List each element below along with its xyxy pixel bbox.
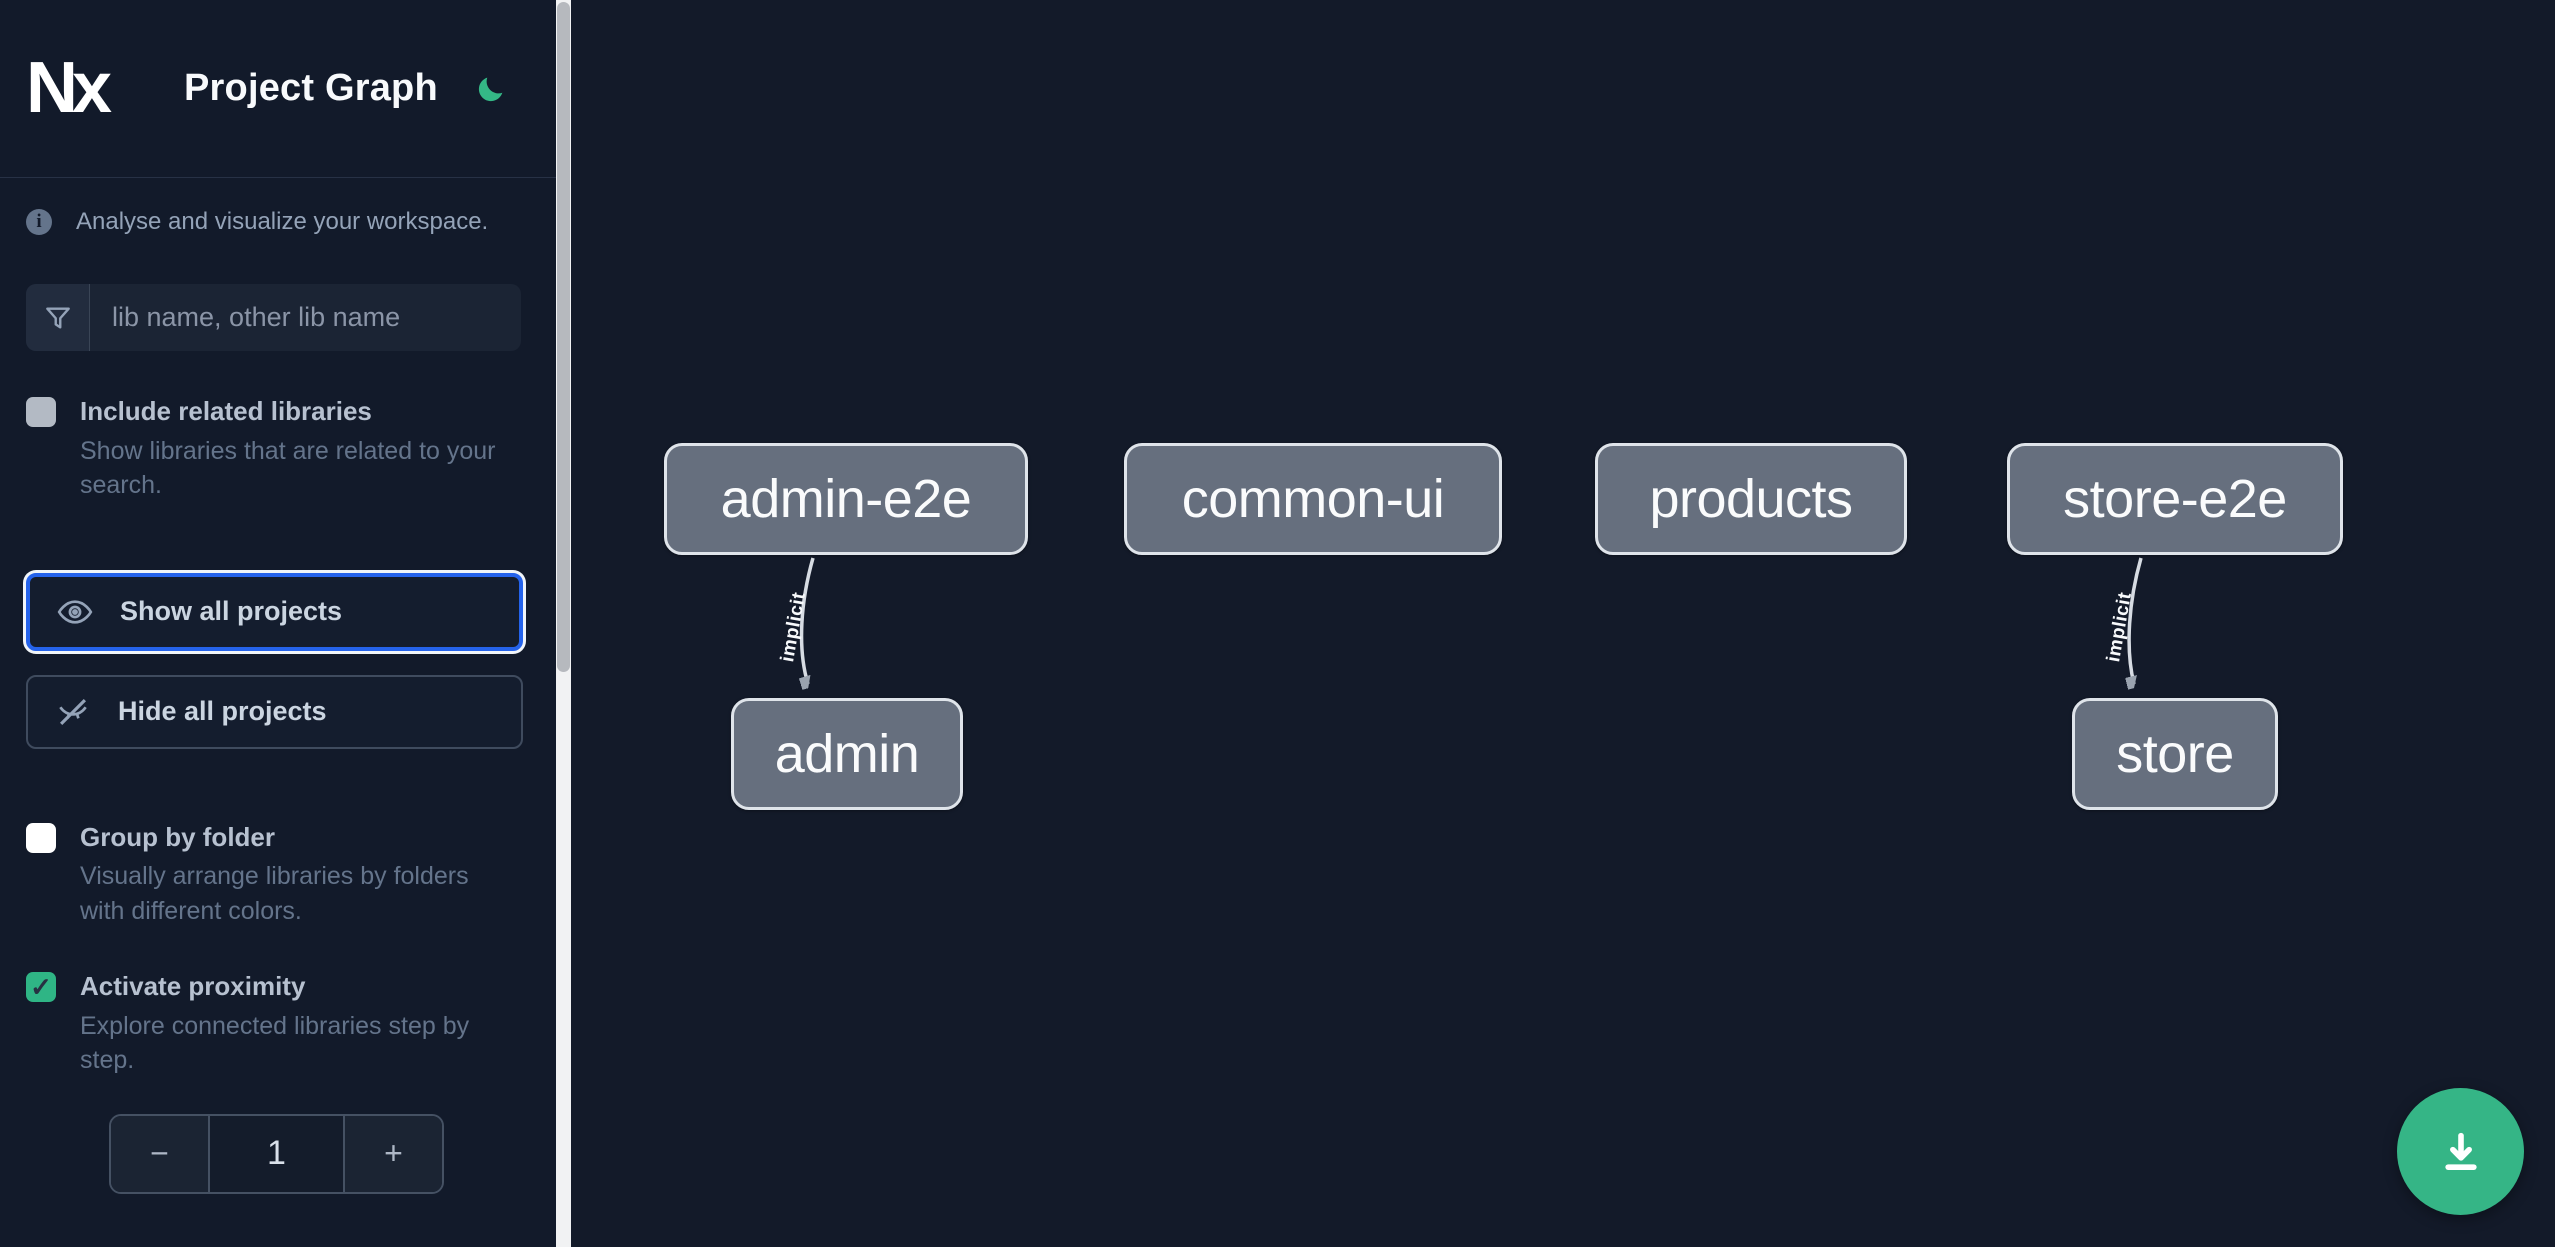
- stepper-decrement-button[interactable]: −: [111, 1115, 208, 1192]
- theme-toggle-button[interactable]: [474, 72, 508, 106]
- group-by-folder-checkbox[interactable]: [26, 822, 56, 853]
- moon-icon: [478, 77, 503, 101]
- sidebar-scrollbar-track[interactable]: [556, 0, 571, 1247]
- show-all-projects-label: Show all projects: [120, 596, 343, 626]
- graph-node-store[interactable]: store: [2072, 698, 2278, 810]
- include-related-description: Show libraries that are related to your …: [80, 436, 496, 500]
- download-graph-button[interactable]: [2397, 1088, 2524, 1215]
- edge-store-e2e-store: [2129, 557, 2143, 684]
- include-related-checkbox[interactable]: [26, 397, 56, 427]
- include-related-label[interactable]: Include related libraries: [80, 396, 372, 426]
- show-all-projects-button[interactable]: Show all projects: [26, 572, 523, 651]
- activate-proximity-checkbox[interactable]: ✓: [26, 972, 56, 1002]
- sidebar: Nx Project Graph i Analyse and visualize…: [0, 0, 556, 1247]
- info-row: i Analyse and visualize your workspace.: [26, 208, 523, 236]
- search-input[interactable]: [90, 284, 521, 351]
- info-icon: i: [26, 209, 52, 235]
- sidebar-body: i Analyse and visualize your workspace. …: [0, 178, 556, 1247]
- activate-proximity-description: Explore connected libraries step by step…: [80, 1011, 470, 1075]
- page-title: Project Graph: [184, 67, 438, 109]
- info-text: Analyse and visualize your workspace.: [76, 208, 489, 235]
- filter-search-box: [26, 284, 521, 351]
- download-icon: [2444, 1132, 2477, 1170]
- stepper-value: 1: [208, 1115, 345, 1192]
- svg-text:Nx: Nx: [26, 54, 112, 124]
- hide-all-projects-button[interactable]: Hide all projects: [26, 674, 523, 749]
- graph-node-admin[interactable]: admin: [731, 698, 963, 810]
- project-graph-canvas[interactable]: implicit implicit admin-e2e common-ui pr…: [571, 0, 2555, 1247]
- group-by-folder-label[interactable]: Group by folder: [80, 821, 275, 852]
- nx-logo: Nx: [26, 54, 118, 124]
- stepper-increment-button[interactable]: +: [345, 1115, 442, 1192]
- edge-admin-e2e-admin: [802, 557, 815, 684]
- filter-funnel-icon: [45, 306, 70, 329]
- hide-all-projects-label: Hide all projects: [118, 696, 327, 726]
- graph-node-common-ui[interactable]: common-ui: [1124, 443, 1502, 555]
- filter-icon-cell: [26, 284, 90, 351]
- graph-node-store-e2e[interactable]: store-e2e: [2007, 443, 2343, 555]
- check-icon: ✓: [30, 972, 52, 1002]
- eye-off-icon: [59, 698, 87, 725]
- toggle-group-by-folder: Group by folder Visually arrange librari…: [26, 821, 523, 929]
- toggle-include-related: Include related libraries Show libraries…: [26, 395, 523, 503]
- graph-node-products[interactable]: products: [1595, 443, 1907, 555]
- activate-proximity-label[interactable]: Activate proximity: [80, 971, 306, 1001]
- proximity-depth-stepper: − 1 +: [109, 1113, 444, 1194]
- sidebar-scrollbar-thumb[interactable]: [557, 2, 570, 672]
- eye-icon: [57, 599, 93, 624]
- toggle-activate-proximity: ✓ Activate proximity Explore connected l…: [26, 970, 523, 1078]
- graph-edges: implicit implicit: [777, 557, 2143, 1247]
- sidebar-header: Nx Project Graph: [0, 0, 556, 178]
- edge-label-implicit-1: implicit: [777, 590, 810, 663]
- group-by-folder-description: Visually arrange libraries by folders wi…: [80, 862, 469, 925]
- graph-node-admin-e2e[interactable]: admin-e2e: [664, 443, 1028, 555]
